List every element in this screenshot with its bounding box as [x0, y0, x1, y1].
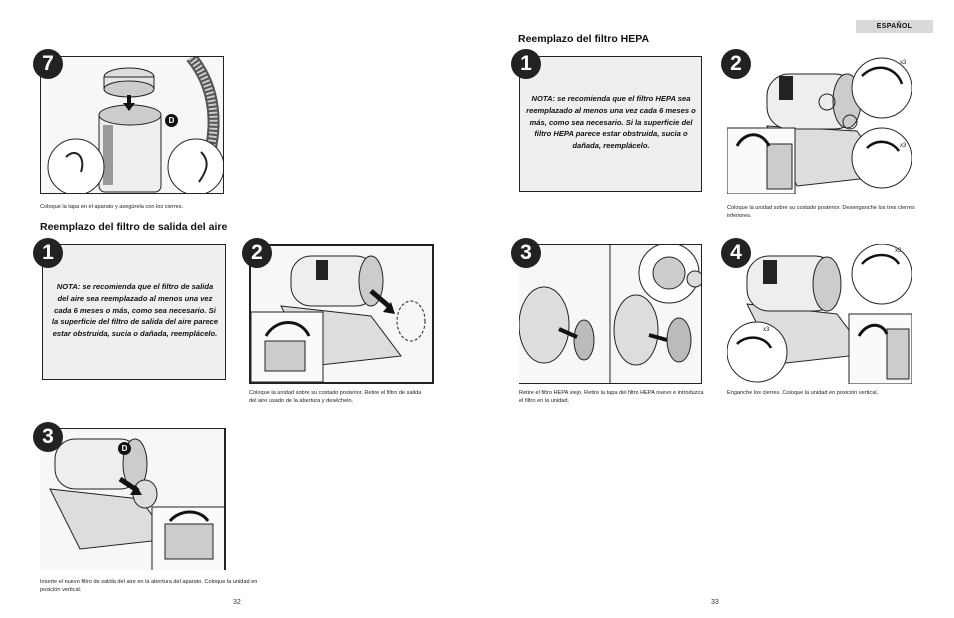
hepa-unlatch-illustration: [727, 57, 912, 194]
hepa-latch-illustration: [727, 244, 912, 384]
right-step-2-illustration: [727, 56, 912, 194]
vacuum-lid-illustration: [47, 57, 223, 193]
right-step-4-caption: Enganche los cierres. Coloque la unidad …: [727, 390, 879, 396]
right-step-1-note-panel: NOTA: se recomienda que el filtro HEPA s…: [519, 56, 702, 192]
right-step-1-note: NOTA: se recomienda que el filtro HEPA s…: [526, 94, 696, 151]
left-step-1-note: NOTA: se recomienda que el filtro de sal…: [51, 282, 219, 339]
right-step-4-illustration: [727, 244, 912, 384]
right-step-3-caption: Retire el filtro HEPA viejo. Retire la t…: [519, 390, 704, 405]
right-step-2-number: 2: [721, 49, 751, 79]
left-step-2-caption: Coloque la unidad sobre su costado poste…: [249, 390, 422, 405]
vacuum-side-illustration: [251, 255, 426, 382]
language-tab: ESPAÑOL: [856, 20, 933, 33]
left-step-3-part-d-badge: D: [118, 442, 131, 455]
right-step-2-caption: Coloque la unidad sobre su costado poste…: [727, 205, 915, 220]
section-title-air-outlet-filter: Reemplazo del filtro de salida del aire: [40, 221, 228, 233]
right-step-1-number: 1: [511, 49, 541, 79]
left-step-1-note-panel: NOTA: se recomienda que el filtro de sal…: [42, 244, 226, 380]
page-number-right: 33: [711, 599, 719, 606]
hepa-replace-illustration: [519, 245, 701, 383]
left-step-3-caption: Inserte el nuevo filtro de salida del ai…: [40, 579, 258, 594]
right-step-4-multiplier-bottom: x3: [763, 327, 770, 333]
step-7-caption: Coloque la tapa en el aparato y asegúrel…: [40, 204, 184, 210]
right-step-3-illustration: [519, 244, 702, 384]
right-step-3-number: 3: [511, 238, 541, 268]
left-step-3-number: 3: [33, 422, 63, 452]
right-step-2-multiplier-bottom: x3: [900, 143, 907, 149]
step-7-part-d-badge: D: [165, 114, 178, 127]
left-step-2-number: 2: [242, 238, 272, 268]
step-7-number: 7: [33, 49, 63, 79]
left-step-2-illustration: [249, 244, 434, 384]
vacuum-insert-filter-illustration: [49, 438, 224, 570]
left-step-1-number: 1: [33, 238, 63, 268]
right-step-4-multiplier-top: x3: [895, 248, 902, 254]
right-step-4-number: 4: [721, 238, 751, 268]
left-step-3-illustration: [40, 428, 226, 570]
section-title-hepa-filter: Reemplazo del filtro HEPA: [518, 33, 650, 45]
page-number-left: 32: [233, 599, 241, 606]
right-step-2-multiplier-top: x3: [900, 60, 907, 66]
step-7-illustration: [40, 56, 224, 194]
